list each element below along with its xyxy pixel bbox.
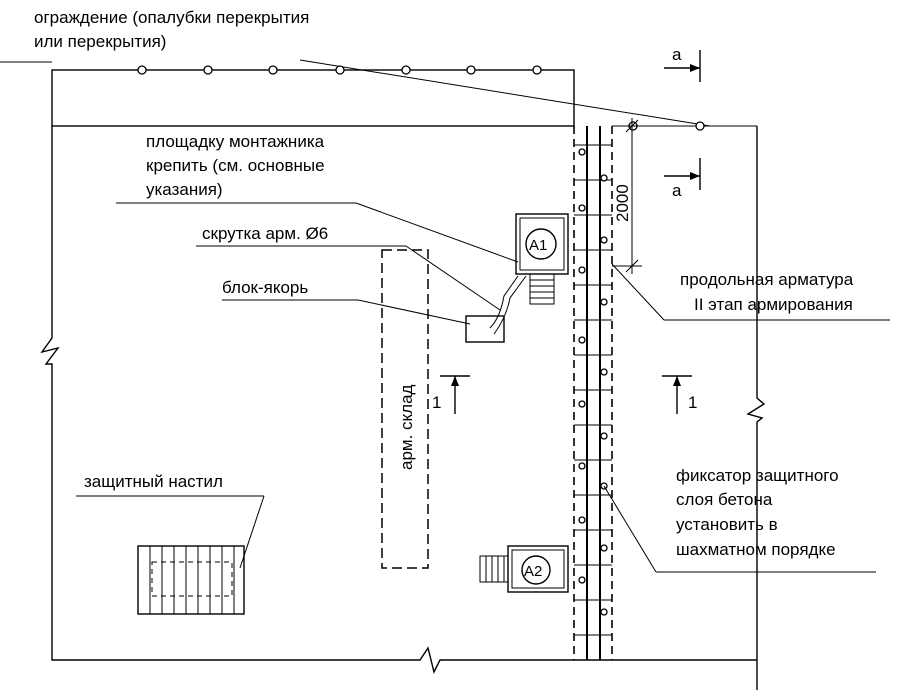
platform-label-line3: указания) xyxy=(146,180,223,199)
marker-a1-label: А1 xyxy=(529,237,547,254)
fence xyxy=(0,59,757,131)
fixator-label-line2: слоя бетона xyxy=(676,490,773,509)
fixators xyxy=(578,148,608,616)
warehouse: арм. склад xyxy=(381,249,429,569)
fence-label-line2: или перекрытия) xyxy=(34,32,166,51)
section-a-bottom-label: а xyxy=(672,181,682,200)
anchor-block xyxy=(465,275,527,343)
fence-label-line1: ограждение (опалубки перекрытия xyxy=(34,8,309,27)
anchor-label: блок-якорь xyxy=(222,278,308,297)
dimension-2000: 2000 xyxy=(612,118,642,274)
fixator-label-line1: фиксатор защитного xyxy=(676,466,839,485)
section-mark-1-right: 1 xyxy=(662,375,697,414)
longitudinal-label-line2: II этап армирования xyxy=(694,295,853,314)
platform-label-line1: площадку монтажника xyxy=(146,132,325,151)
fixator-label-line3: установить в xyxy=(676,515,778,534)
platform-a1: А1 xyxy=(515,213,569,305)
section-1-left-label: 1 xyxy=(432,393,441,412)
marker-a2-label: А2 xyxy=(524,563,542,580)
platform-a2: А2 xyxy=(479,545,569,593)
leader-lines xyxy=(76,202,890,573)
fixator-label-line4: шахматном порядке xyxy=(676,540,836,559)
platform-label-line2: крепить (см. основные xyxy=(146,156,325,175)
deck-label: защитный настил xyxy=(84,472,223,491)
wall-element xyxy=(573,126,613,660)
section-mark-1-left: 1 xyxy=(432,375,470,414)
section-mark-a-bottom: а xyxy=(664,158,701,200)
twist-label: скрутка арм. Ø6 xyxy=(202,224,328,243)
section-a-top-label: а xyxy=(672,45,682,64)
longitudinal-label-line1: продольная арматура xyxy=(680,270,854,289)
cross-bars xyxy=(574,144,612,636)
warehouse-label: арм. склад xyxy=(397,384,416,470)
dimension-label: 2000 xyxy=(613,184,632,222)
section-mark-a-top: а xyxy=(664,45,701,82)
fence-posts xyxy=(137,65,705,131)
section-1-right-label: 1 xyxy=(688,393,697,412)
slab-outline xyxy=(40,126,766,690)
protective-deck xyxy=(137,545,245,615)
